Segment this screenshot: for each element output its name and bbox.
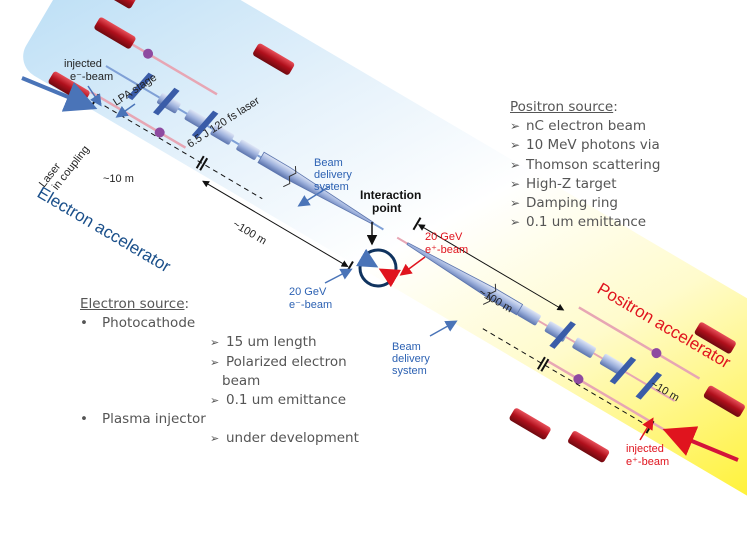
hundred-m-left-label: ~100 m [230,218,268,247]
hundred-m-dimension-electron [202,180,349,267]
positron-20gev-callout-arrow [399,256,426,276]
list-item: 10 MeV photons via [510,136,735,155]
ten-m-tick-p [540,358,550,372]
injected-electron-arrow [21,76,98,112]
ip-electron-arrow [356,248,379,268]
laser-box-p4 [568,431,610,463]
list-item: Photocathode [80,314,380,333]
ten-m-left-label: ~10 m [103,173,134,185]
magnet [572,337,596,358]
lpa-stage-p1 [549,321,576,349]
reference-line-positron [482,328,649,427]
list-item: High-Z target [510,175,735,194]
list-item: Polarized electron beam [80,353,380,391]
laser-box-1 [94,0,137,9]
ten-m-tick [195,155,205,169]
coupling-sphere-p1 [651,348,662,359]
magnet [599,353,624,374]
laser-line-lower [90,90,187,149]
laser-box-p2 [703,385,745,417]
ten-m-bar-p-start [537,356,546,370]
list-item: 0.1 um emittance [510,213,735,232]
laser-box-p3 [509,408,551,440]
lpa-stage-1 [127,72,154,101]
hundred-m-bar-p [412,217,422,231]
bds-lower-callout-arrow [429,320,458,337]
ten-m-bar-end [199,157,209,171]
list-item: Plasma injector [80,410,380,429]
lpa-stage-3 [191,110,219,139]
list-item: 0.1 um emittance [80,391,380,410]
laser-box-2 [94,17,136,49]
laser-box-4 [253,43,295,75]
lpa-stage-p2 [609,356,637,385]
list-item-continuation: Thomson scattering [510,156,735,175]
coupling-sphere-p2 [573,374,584,385]
lpa-stage-callout-arrow [115,103,136,118]
list-item: nC electron beam [510,117,735,136]
injected-p-callout-arrow [639,417,654,441]
electron-20gev-callout-arrow [324,268,353,284]
electron-accelerator-side [48,0,384,275]
electron-source-panel: Electron source: Photocathode 15 um leng… [80,295,380,449]
magnet [210,124,235,145]
positron-source-panel: Positron source: nC electron beam 10 MeV… [510,98,735,233]
list-item: 15 um length [80,333,380,352]
electron-accelerator-label: Electron accelerator [34,183,174,276]
accelerator-band [23,0,747,498]
positron-source-title: Positron source [510,99,614,115]
coupling-sphere-2 [154,127,165,138]
ip-positron-arrow [378,268,401,288]
list-item: under development [80,429,380,448]
hundred-m-dimension-positron [417,224,565,311]
coupling-sphere-1 [143,48,154,59]
lpa-stage-2 [152,87,180,116]
injected-e-callout-arrow [87,85,102,107]
bds-upper-callout-arrow [297,185,331,207]
injected-positron-arrow [662,426,739,462]
electron-source-title: Electron source [80,296,185,312]
laser-line-upper [121,37,218,96]
list-item: Damping ring [510,194,735,213]
laser-box-p1 [694,322,736,354]
magnet [236,139,260,160]
laser-line-p-upper [578,306,701,380]
lpa-stage-p3 [635,372,663,400]
